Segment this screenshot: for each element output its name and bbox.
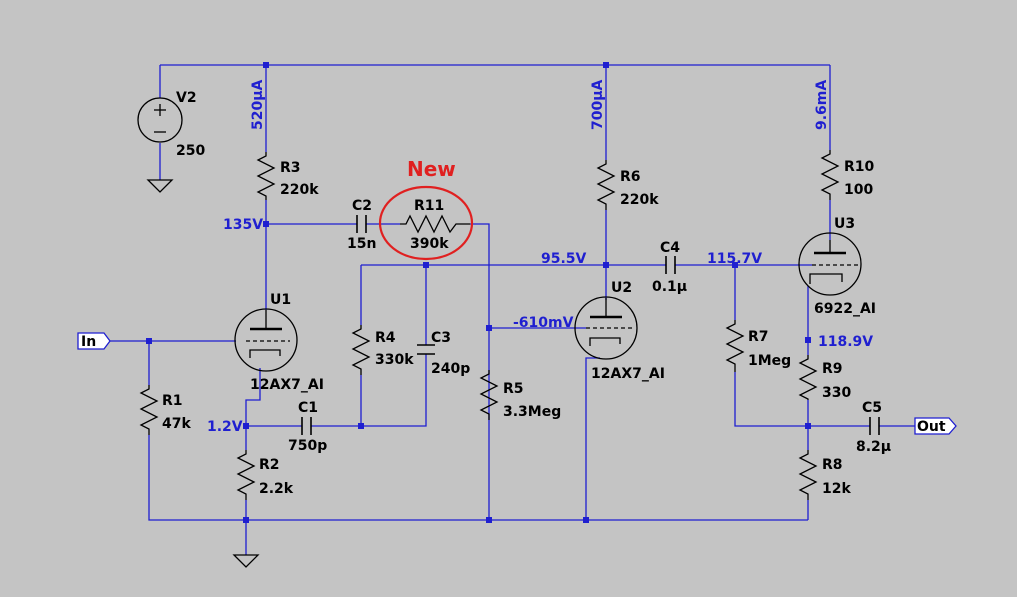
- c3-name: C3: [431, 330, 451, 346]
- r1-name: R1: [162, 393, 183, 409]
- resistor-r1: [139, 385, 159, 435]
- resistor-r8: [798, 450, 818, 500]
- c5-value: 8.2µ: [856, 439, 891, 455]
- voltage-label-1-2v: 1.2V: [207, 419, 243, 435]
- junctions: [146, 62, 811, 523]
- resistor-r10: [820, 150, 840, 200]
- resistor-r3: [256, 152, 276, 200]
- resistor-r7: [725, 320, 745, 372]
- voltage-source-v2: [137, 97, 183, 143]
- current-label-plate-2: 700µA: [590, 79, 606, 130]
- capacitor-c3: [417, 344, 435, 355]
- u2-value: 12AX7_AI: [591, 366, 665, 382]
- r3-name: R3: [280, 160, 301, 176]
- u1-name: U1: [270, 292, 291, 308]
- c3-value: 240p: [431, 361, 470, 377]
- resistor-r2: [236, 450, 256, 500]
- r10-name: R10: [844, 159, 875, 175]
- r6-name: R6: [620, 169, 641, 185]
- v2-value: 250: [176, 143, 205, 159]
- capacitor-c1: [301, 417, 312, 435]
- c1-name: C1: [298, 400, 318, 416]
- capacitor-c2: [356, 215, 367, 233]
- r8-value: 12k: [822, 481, 851, 497]
- voltage-label-135v: 135V: [223, 217, 263, 233]
- c4-value: 0.1µ: [652, 279, 687, 295]
- r10-value: 100: [844, 182, 873, 198]
- r8-name: R8: [822, 457, 843, 473]
- resistor-r11: [400, 214, 470, 234]
- resistor-r6: [596, 160, 616, 210]
- r2-value: 2.2k: [259, 481, 294, 497]
- output-port: Out: [914, 417, 957, 435]
- r4-name: R4: [375, 330, 396, 346]
- current-label-plate-3: 9.6mA: [814, 80, 830, 130]
- ground-symbol: [232, 554, 260, 568]
- voltage-label-95-5v: 95.5V: [541, 251, 587, 267]
- c2-value: 15n: [347, 236, 376, 252]
- r11-value: 390k: [410, 236, 449, 252]
- u1-value: 12AX7_AI: [250, 377, 324, 393]
- r7-name: R7: [748, 329, 769, 345]
- voltage-label-115-7v: 115.7V: [707, 251, 762, 267]
- current-label-plate-1: 520µA: [250, 79, 266, 130]
- c2-name: C2: [352, 198, 372, 214]
- capacitor-c5: [869, 417, 880, 435]
- wires: [110, 64, 915, 555]
- c5-name: C5: [862, 400, 882, 416]
- r4-value: 330k: [375, 352, 414, 368]
- ground-symbol: [146, 179, 174, 193]
- r6-value: 220k: [620, 192, 659, 208]
- tube-u1: [234, 308, 298, 372]
- resistor-r9: [798, 355, 818, 400]
- u2-name: U2: [611, 280, 632, 296]
- tube-u3: [798, 232, 862, 296]
- r5-name: R5: [503, 381, 524, 397]
- resistor-r4: [351, 325, 371, 375]
- r2-name: R2: [259, 457, 280, 473]
- input-port-label: In: [81, 334, 96, 350]
- r5-value: 3.3Meg: [503, 404, 561, 420]
- voltage-label-minus-610mv: -610mV: [513, 315, 574, 331]
- r3-value: 220k: [280, 182, 319, 198]
- resistor-r5: [479, 370, 499, 420]
- r9-value: 330: [822, 385, 851, 401]
- u3-value: 6922_AI: [814, 301, 876, 317]
- r1-value: 47k: [162, 416, 191, 432]
- r11-name: R11: [414, 198, 444, 214]
- r9-name: R9: [822, 361, 843, 377]
- tube-u2: [574, 296, 638, 360]
- r7-value: 1Meg: [748, 353, 791, 369]
- input-port: In: [77, 332, 111, 350]
- v2-name: V2: [176, 90, 197, 106]
- capacitor-c4: [665, 256, 676, 274]
- highlight-ellipse: [378, 185, 474, 261]
- c4-name: C4: [660, 240, 680, 256]
- output-port-label: Out: [917, 419, 946, 435]
- c1-value: 750p: [288, 438, 327, 454]
- annotation-new: New: [407, 157, 456, 181]
- u3-name: U3: [834, 216, 855, 232]
- voltage-label-118-9v: 118.9V: [818, 334, 873, 350]
